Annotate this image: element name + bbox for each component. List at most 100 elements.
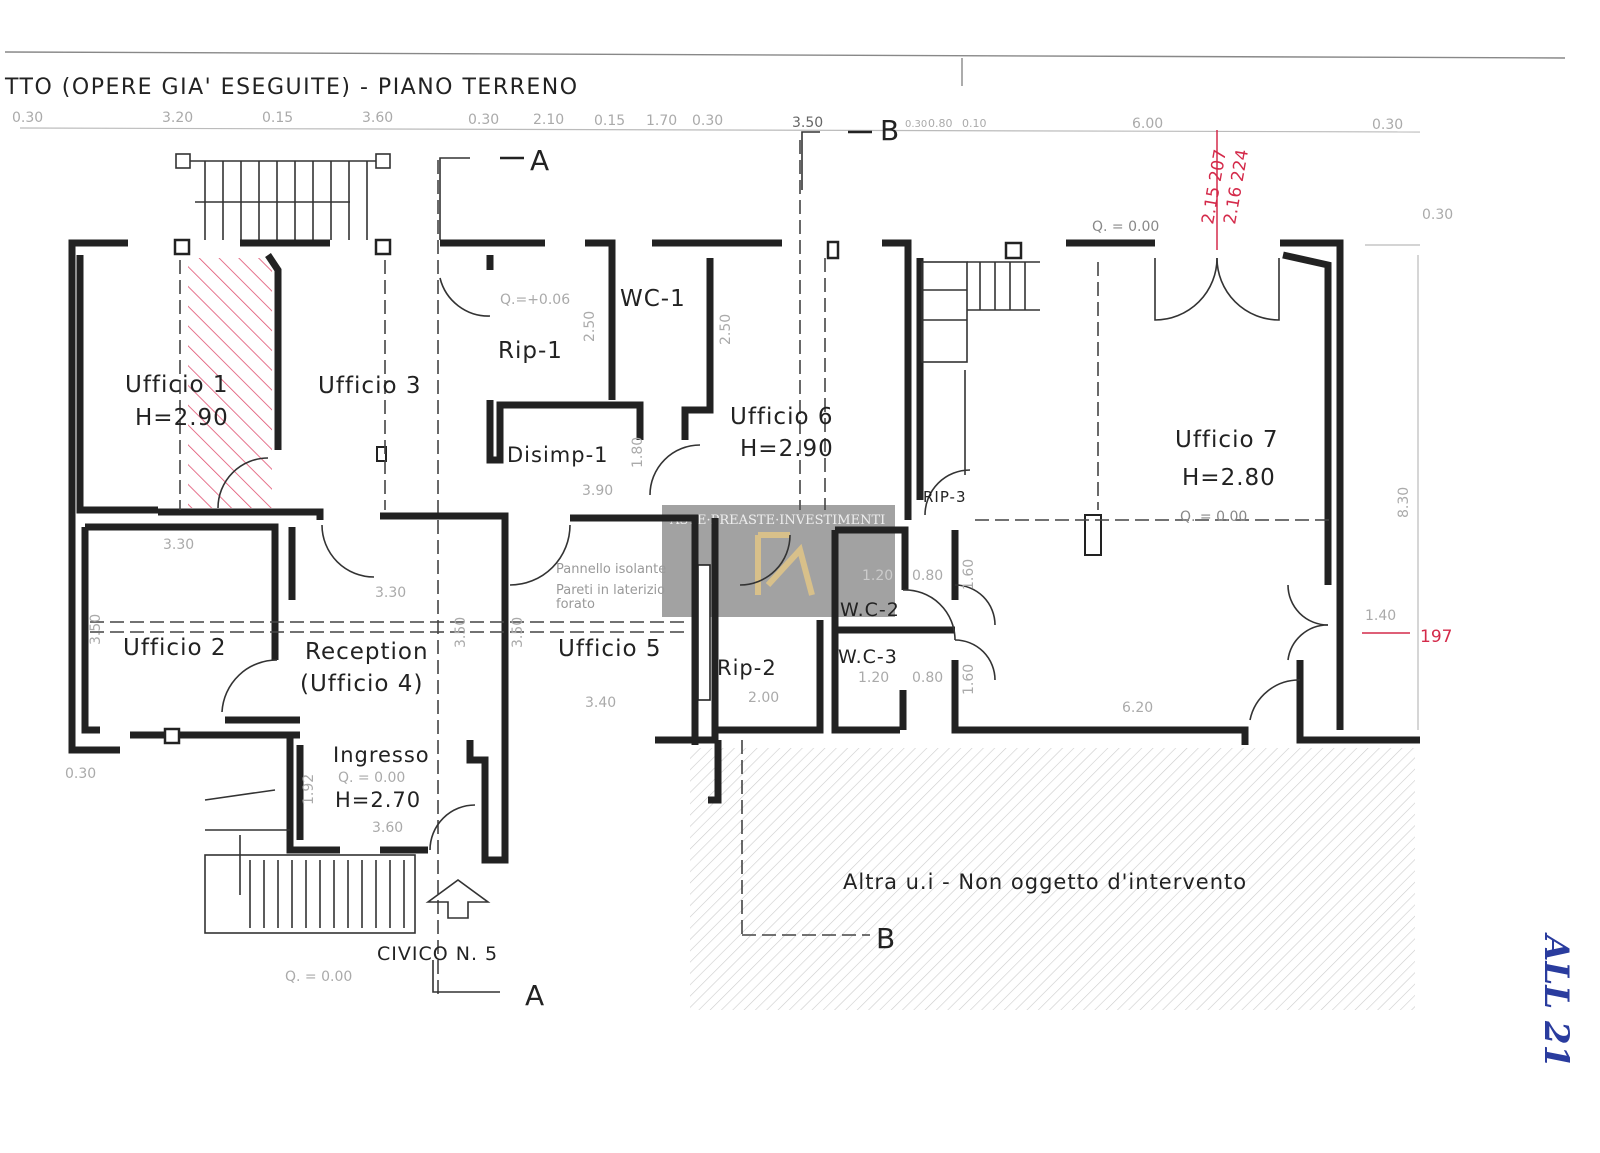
svg-text:H=2.90: H=2.90: [135, 405, 229, 431]
svg-text:3.50: 3.50: [88, 614, 104, 645]
top-dimensions: 0.30 3.20 0.15 3.60 0.30 2.10 0.15 1.70 …: [12, 110, 1403, 133]
room-rip-1: Rip-1: [498, 338, 563, 364]
svg-text:3.30: 3.30: [163, 537, 194, 553]
svg-text:1.60: 1.60: [961, 559, 977, 590]
svg-text:0.30: 0.30: [905, 119, 927, 130]
room-ufficio-6: Ufficio 6: [730, 404, 833, 430]
svg-text:2.50: 2.50: [718, 314, 734, 345]
beam-lines: [90, 258, 1330, 633]
svg-text:2.00: 2.00: [748, 690, 779, 706]
svg-text:3.50: 3.50: [510, 617, 526, 648]
svg-text:1.40: 1.40: [1365, 608, 1396, 624]
svg-text:0.80: 0.80: [928, 117, 953, 130]
svg-text:A: A: [525, 979, 544, 1012]
section-b-bottom: B: [741, 740, 895, 955]
svg-text:Pareti in laterizio: Pareti in laterizio: [556, 583, 665, 598]
svg-text:6.20: 6.20: [1122, 700, 1153, 716]
column: [376, 446, 387, 462]
other-unit-label: Altra u.i - Non oggetto d'intervento: [843, 870, 1247, 894]
civic-number: CIVICO N. 5: [377, 943, 498, 965]
svg-text:1.70: 1.70: [646, 113, 677, 129]
svg-text:ASTE·PREASTE·INVESTIMENTI: ASTE·PREASTE·INVESTIMENTI: [669, 513, 885, 528]
svg-text:3.60: 3.60: [362, 110, 393, 126]
svg-text:Q. = 0.00: Q. = 0.00: [338, 770, 405, 786]
svg-text:6.00: 6.00: [1132, 116, 1163, 132]
room-wc-1: WC-1: [620, 286, 686, 312]
svg-text:0.30: 0.30: [1372, 117, 1403, 133]
svg-text:Q. = 0.00: Q. = 0.00: [1180, 509, 1247, 525]
doors: [217, 257, 1329, 851]
entrance-arrow-icon: [425, 879, 491, 919]
svg-text:0.15: 0.15: [594, 113, 625, 129]
section-a-top: A: [437, 144, 549, 1000]
other-unit-area: [690, 748, 1415, 1010]
svg-text:H=2.90: H=2.90: [740, 436, 834, 462]
svg-text:B: B: [876, 922, 895, 955]
section-a-bottom: A: [432, 960, 544, 1012]
room-reception: Reception: [305, 639, 429, 665]
svg-text:H=2.70: H=2.70: [335, 788, 421, 812]
room-ufficio-3: Ufficio 3: [318, 373, 421, 399]
room-rip-2: Rip-2: [717, 656, 777, 680]
stair-treads: [249, 860, 405, 928]
svg-text:Q. = 0.00: Q. = 0.00: [1092, 219, 1159, 235]
svg-text:3.50: 3.50: [453, 617, 469, 648]
svg-text:3.90: 3.90: [582, 483, 613, 499]
svg-text:0.30: 0.30: [468, 112, 499, 128]
svg-text:3.60: 3.60: [372, 820, 403, 836]
svg-text:0.80: 0.80: [912, 670, 943, 686]
svg-text:3.40: 3.40: [585, 695, 616, 711]
svg-text:1.60: 1.60: [961, 664, 977, 695]
svg-text:0.30: 0.30: [692, 113, 723, 129]
room-wc-2: W.C-2: [840, 599, 900, 621]
room-ufficio-1: Ufficio 1: [125, 372, 228, 398]
svg-text:1.20: 1.20: [858, 670, 889, 686]
dimension-line: [19, 127, 1421, 133]
svg-text:Q.=+0.06: Q.=+0.06: [500, 292, 570, 308]
walls: [68, 239, 1420, 864]
handwritten-tag: ALL 21: [1536, 932, 1576, 1068]
section-b-top: B: [799, 114, 899, 510]
logo-icon: [755, 532, 815, 596]
sheet-border: [4, 51, 1566, 59]
room-wc-3: W.C-3: [838, 646, 898, 668]
svg-text:3.30: 3.30: [375, 585, 406, 601]
svg-text:H=2.80: H=2.80: [1182, 465, 1276, 491]
material-notes: Pannello isolante Pareti in laterizio fo…: [556, 562, 666, 612]
room-ufficio-2: Ufficio 2: [123, 635, 226, 661]
svg-text:0.15: 0.15: [262, 110, 293, 126]
demolished-wall-hatch: [188, 258, 272, 508]
svg-text:Pannello isolante: Pannello isolante: [556, 562, 666, 577]
svg-text:2.10: 2.10: [533, 112, 564, 128]
svg-text:forato: forato: [556, 597, 595, 612]
svg-text:1.20: 1.20: [862, 568, 893, 584]
svg-text:B: B: [880, 114, 899, 147]
column: [1084, 514, 1102, 556]
entrance-stair: [204, 789, 416, 934]
inner-dimensions: 3.30 3.30 3.40 2.00 6.20 3.60 3.90 1.20 …: [88, 219, 1396, 836]
room-ingresso: Ingresso: [333, 743, 430, 767]
room-ufficio-7: Ufficio 7: [1175, 427, 1278, 453]
dim-label: 0.30: [1422, 207, 1453, 223]
svg-text:1.92: 1.92: [301, 774, 317, 805]
svg-text:1.80: 1.80: [630, 437, 646, 468]
room-disimp-1: Disimp-1: [507, 443, 609, 467]
internal-stair: [921, 261, 1040, 475]
insulated-panel: [697, 564, 711, 701]
svg-text:0.30: 0.30: [12, 110, 43, 126]
room-ufficio-5: Ufficio 5: [558, 636, 661, 662]
svg-text:0.10: 0.10: [962, 117, 987, 130]
external-stair-top: [175, 153, 391, 240]
svg-text:197: 197: [1420, 627, 1452, 647]
room-rip-3: RIP-3: [923, 488, 967, 506]
dim-label: 8.30: [1396, 487, 1412, 518]
plan-title: TTO (OPERE GIA' ESEGUITE) - PIANO TERREN…: [4, 75, 579, 100]
room-labels: Ufficio 1 H=2.90 Ufficio 3 Rip-1 WC-1 Di…: [123, 286, 1278, 812]
svg-text:2.50: 2.50: [582, 311, 598, 342]
svg-text:A: A: [530, 144, 549, 177]
civic-level: Q. = 0.00: [285, 969, 352, 985]
svg-text:(Ufficio 4): (Ufficio 4): [300, 671, 423, 697]
svg-text:3.20: 3.20: [162, 110, 193, 126]
svg-text:0.80: 0.80: [912, 568, 943, 584]
